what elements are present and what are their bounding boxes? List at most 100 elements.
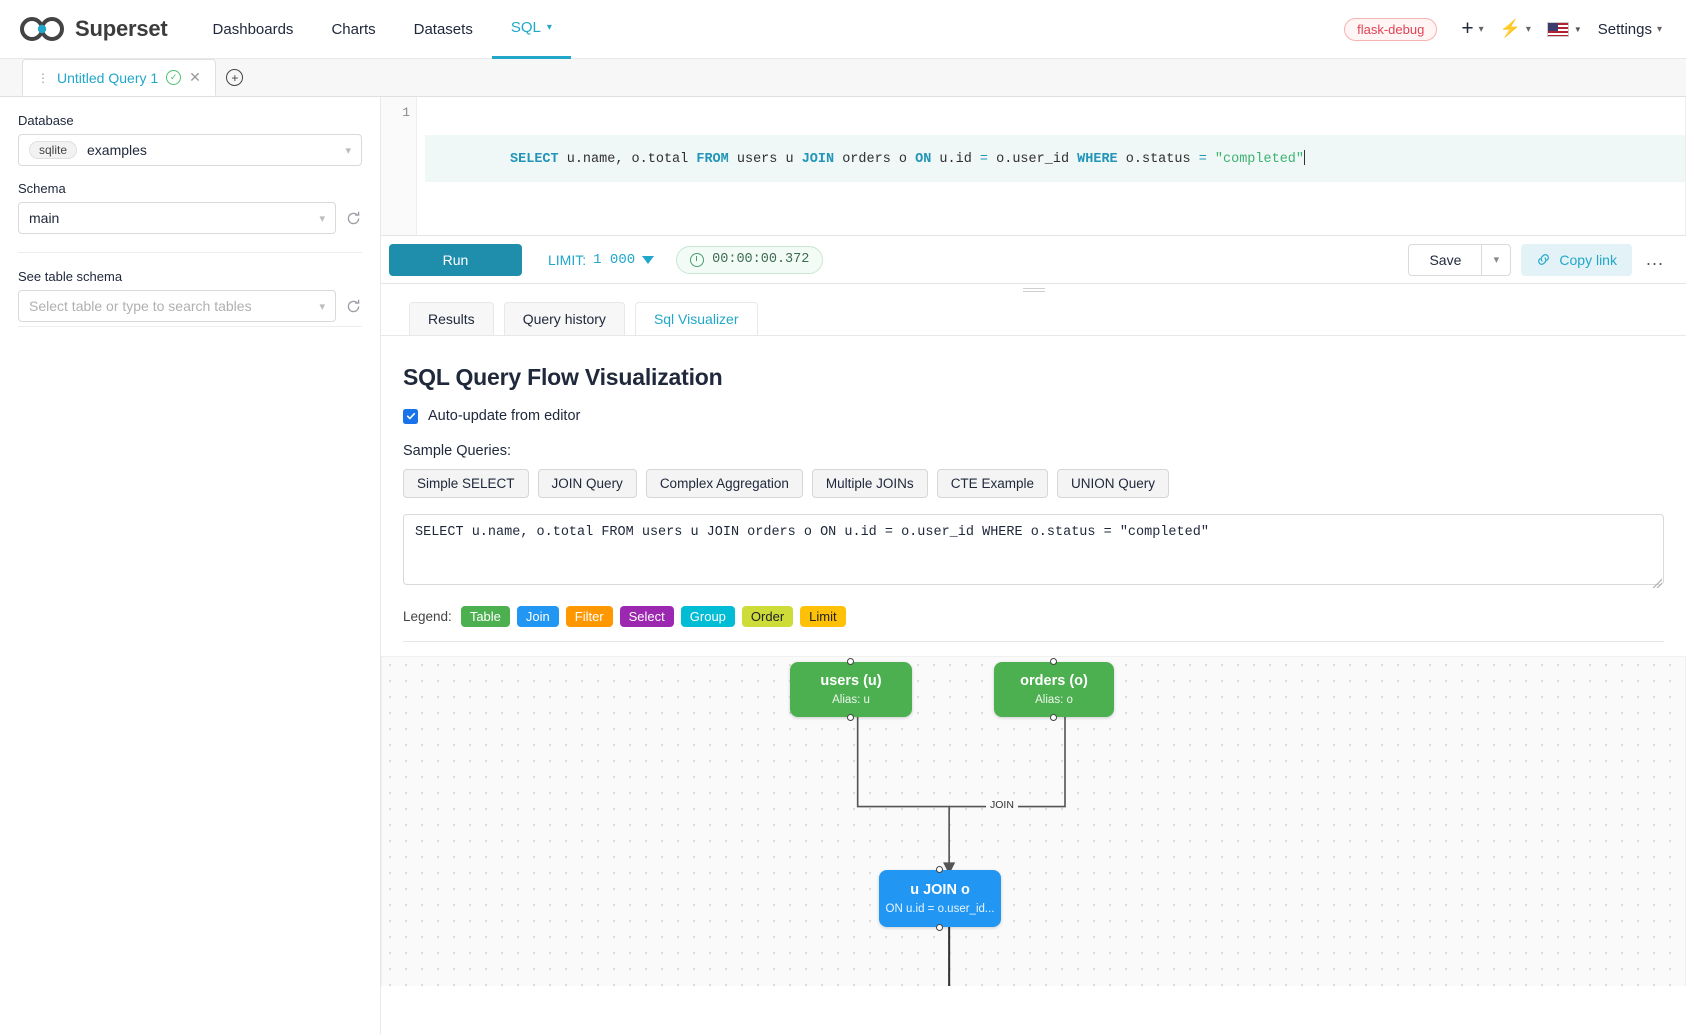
node-subtitle: Alias: u (832, 694, 870, 706)
legend-badge-filter: Filter (565, 606, 613, 627)
text-cursor (1304, 150, 1306, 165)
node-handle-top[interactable] (1050, 658, 1057, 665)
new-item-button[interactable]: + ▾ (1455, 16, 1489, 42)
nav-link-sql[interactable]: SQL ▾ (491, 0, 571, 59)
us-flag-icon (1546, 21, 1569, 37)
tab-label: Results (428, 311, 475, 327)
legend-badge-group: Group (680, 606, 735, 627)
copy-link-button[interactable]: Copy link (1521, 243, 1632, 276)
sample-button-join-query[interactable]: JOIN Query (537, 469, 637, 498)
sample-queries-label: Sample Queries: (403, 443, 511, 459)
resize-grip-icon (1022, 286, 1045, 294)
tab-sql-visualizer[interactable]: Sql Visualizer (634, 302, 758, 335)
visualizer-query-textarea[interactable] (403, 514, 1664, 585)
legend-badge-order: Order (741, 606, 794, 627)
chevron-down-icon: ▾ (345, 144, 351, 157)
sql-code-editor[interactable]: 1 SELECT u.name, o.total FROM users u JO… (381, 97, 1686, 236)
sidebar-divider (18, 252, 362, 253)
copy-link-label: Copy link (1559, 251, 1617, 268)
database-engine-badge: sqlite (29, 141, 78, 159)
main-nav-links: Dashboards Charts Datasets SQL ▾ (194, 0, 571, 59)
sql-token: ON (915, 152, 932, 167)
tab-label: Sql Visualizer (653, 311, 739, 327)
quick-actions-button[interactable]: ⚡ ▾ (1494, 15, 1537, 43)
settings-label: Settings (1597, 20, 1652, 38)
chevron-down-icon: ▾ (319, 212, 325, 225)
flow-node-users[interactable]: users (u) Alias: u (790, 658, 912, 721)
nav-link-charts[interactable]: Charts (312, 0, 394, 59)
query-tab-label: Untitled Query 1 (57, 69, 159, 86)
database-select[interactable]: sqlite examples ▾ (18, 134, 362, 166)
refresh-tables-icon[interactable] (345, 298, 362, 315)
limit-value: 1 000 (593, 251, 636, 268)
schema-select[interactable]: main ▾ (18, 202, 336, 234)
limit-dropdown[interactable]: LIMIT: 1 000 (548, 251, 655, 268)
auto-update-checkbox[interactable] (403, 408, 418, 424)
editor-line-1: SELECT u.name, o.total FROM users u JOIN… (425, 135, 1686, 182)
refresh-schema-icon[interactable] (345, 210, 362, 227)
tab-results[interactable]: Results (409, 302, 494, 335)
node-handle-top[interactable] (936, 866, 943, 873)
sample-button-cte-example[interactable]: CTE Example (936, 469, 1048, 498)
sample-queries-row: Simple SELECT JOIN Query Complex Aggrega… (403, 469, 1664, 498)
sql-token: u.name, o.total (558, 152, 697, 167)
textarea-resize-grip[interactable] (1652, 578, 1662, 588)
database-value: examples (87, 142, 147, 158)
flow-node-orders[interactable]: orders (o) Alias: o (994, 658, 1114, 721)
language-selector[interactable]: ▼ (1541, 18, 1588, 41)
save-dropdown-toggle[interactable]: ▾ (1481, 243, 1512, 276)
node-title: users (u) (820, 673, 882, 689)
tab-query-history[interactable]: Query history (503, 302, 625, 335)
nav-link-label: Charts (331, 20, 376, 38)
sample-button-union-query[interactable]: UNION Query (1056, 469, 1169, 498)
node-handle-bottom[interactable] (936, 924, 943, 931)
more-options-button[interactable]: ... (1645, 249, 1664, 269)
top-navigation-bar: Superset Dashboards Charts Datasets SQL … (0, 0, 1686, 59)
save-button[interactable]: Save (1408, 243, 1482, 276)
schema-field-group: Schema main ▾ (18, 181, 362, 234)
sample-button-complex-aggregation[interactable]: Complex Aggregation (645, 469, 803, 498)
nav-link-datasets[interactable]: Datasets (395, 0, 492, 59)
nav-link-label: SQL (510, 19, 541, 36)
close-icon[interactable]: ✕ (189, 69, 201, 85)
query-tab-bar: ⋮ Untitled Query 1 ✓ ✕ + (0, 59, 1686, 97)
edge-label-join: JOIN (986, 798, 1018, 812)
flask-debug-badge[interactable]: flask-debug (1344, 17, 1438, 41)
brand-logo-link[interactable]: Superset (0, 16, 194, 42)
add-tab-icon: + (226, 69, 244, 86)
auto-update-label: Auto-update from editor (428, 408, 581, 424)
query-flow-canvas[interactable]: users (u) Alias: u orders (o) Alias: o J… (381, 656, 1686, 986)
editor-gutter: 1 (381, 97, 417, 235)
query-tab-untitled-query-1[interactable]: ⋮ Untitled Query 1 ✓ ✕ (22, 59, 216, 96)
run-button[interactable]: Run (389, 243, 522, 276)
node-handle-bottom[interactable] (847, 714, 854, 721)
pane-resize-handle[interactable] (381, 284, 1686, 296)
sql-token: = (1198, 152, 1207, 167)
limit-label: LIMIT: (548, 251, 587, 268)
drag-handle-icon[interactable]: ⋮ (37, 70, 49, 85)
sample-button-multiple-joins[interactable]: Multiple JOINs (811, 469, 928, 498)
table-select[interactable]: Select table or type to search tables ▾ (18, 290, 336, 322)
sample-button-simple-select[interactable]: Simple SELECT (403, 469, 529, 498)
sql-token: o.user_id (988, 152, 1078, 167)
sql-visualizer-panel: SQL Query Flow Visualization Auto-update… (381, 336, 1686, 1034)
editor-code-content[interactable]: SELECT u.name, o.total FROM users u JOIN… (417, 97, 1686, 235)
legend-badge-table: Table (460, 606, 510, 627)
toolbar-right-actions: Save ▾ Copy link ... (1408, 243, 1668, 276)
page-title: SQL Query Flow Visualization (403, 364, 723, 390)
node-handle-bottom[interactable] (1050, 714, 1057, 721)
node-handle-top[interactable] (847, 658, 854, 665)
node-title: orders (o) (1020, 673, 1088, 689)
flow-node-join[interactable]: u JOIN o ON u.id = o.user_id... (879, 866, 1001, 931)
sql-lab-sidebar: Database sqlite examples ▾ Schema main ▾ (0, 97, 381, 1034)
legend-badge-select: Select (619, 606, 674, 627)
nav-link-dashboards[interactable]: Dashboards (194, 0, 313, 59)
chevron-down-icon: ▾ (319, 300, 325, 313)
legend-badge-join: Join (516, 606, 559, 627)
node-subtitle: ON u.id = o.user_id... (885, 903, 995, 915)
see-table-schema-label: See table schema (18, 269, 123, 284)
settings-menu[interactable]: Settings ▾ (1592, 17, 1668, 42)
nav-right-actions: flask-debug + ▾ ⚡ ▾ ▼ Settings ▾ (1344, 15, 1686, 43)
add-query-tab-button[interactable]: + (216, 59, 254, 96)
sql-token: WHERE (1077, 152, 1118, 167)
